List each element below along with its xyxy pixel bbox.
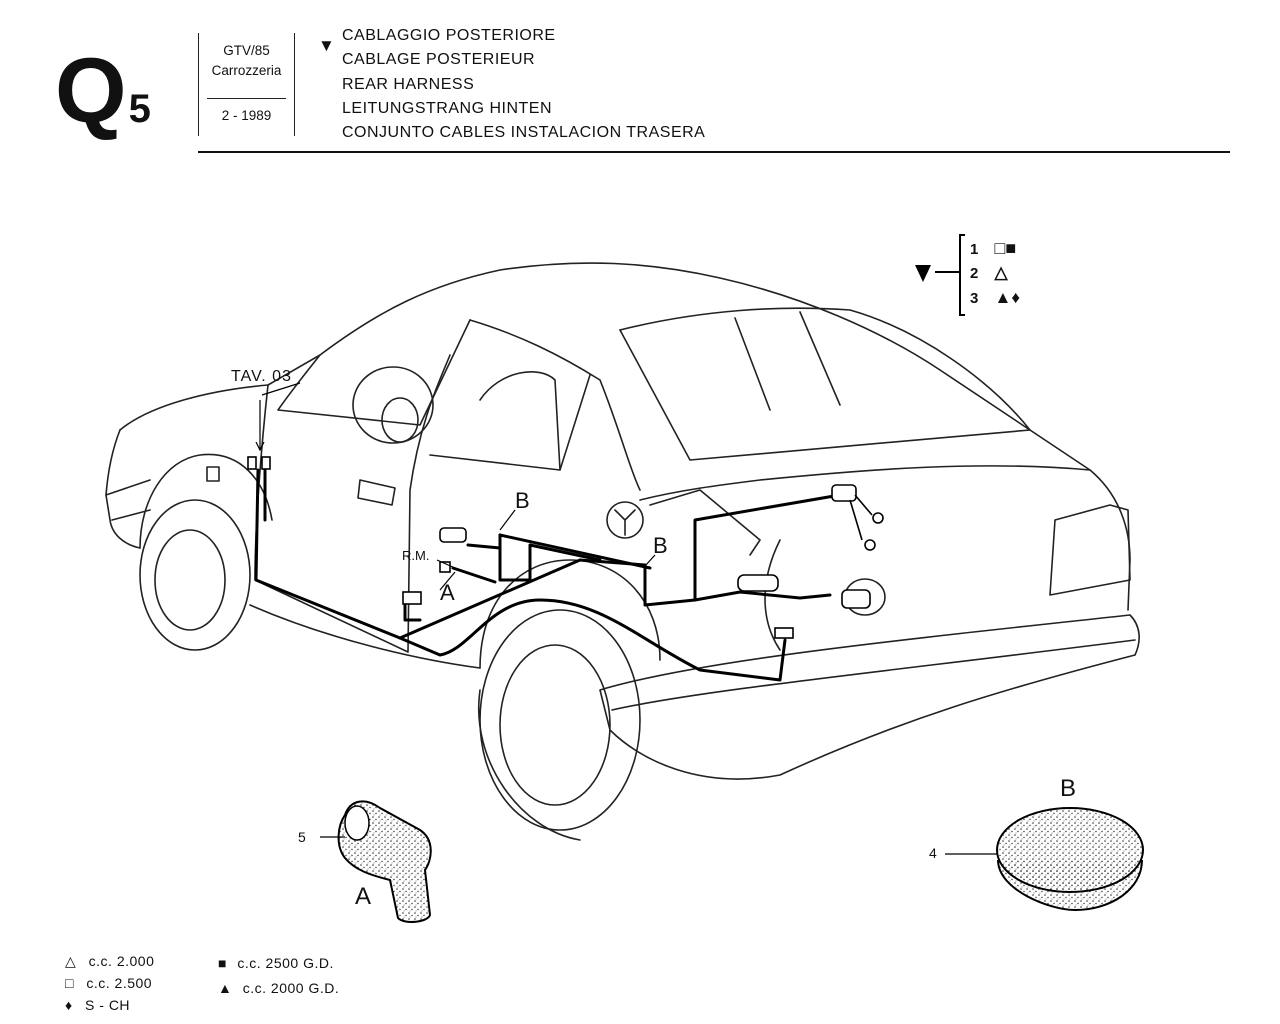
- detail-b-plug: [945, 807, 1144, 912]
- group-name: Carrozzeria: [211, 63, 282, 78]
- model-name: GTV/85: [223, 43, 270, 58]
- callout-b-upper: B: [515, 488, 530, 513]
- detail-a-grommet: [320, 800, 432, 923]
- legend-item-2500: □ c.c. 2.500: [65, 975, 152, 991]
- detail-b-letter: B: [1060, 775, 1077, 802]
- legend-text: c.c. 2.000: [88, 953, 155, 969]
- triangle-filled-icon: ▲: [218, 980, 233, 996]
- rm-label: R.M.: [402, 548, 430, 563]
- issue-date: 2 - 1989: [221, 108, 272, 123]
- square-outline-icon: □: [65, 975, 74, 991]
- ref-table-label: TAV. 03: [231, 368, 292, 385]
- title-list: CABLAGGIO POSTERIORE CABLAGE POSTERIEUR …: [342, 24, 705, 145]
- title-spanish: CONJUNTO CABLES INSTALACION TRASERA: [342, 124, 706, 142]
- variant-row-1: 1 □■: [970, 238, 1016, 259]
- variant-2-symbols: △: [994, 263, 1008, 282]
- title-german: LEITUNGSTRANG HINTEN: [342, 99, 553, 117]
- model-box: GTV/85 Carrozzeria 2 - 1989: [198, 33, 295, 136]
- title-italian: CABLAGGIO POSTERIORE: [342, 27, 556, 44]
- variant-1-number: 1: [970, 241, 979, 258]
- legend-item-sch: ♦ S - CH: [65, 997, 130, 1013]
- section-letter: Q: [55, 40, 127, 142]
- title-english: REAR HARNESS: [342, 75, 475, 93]
- part-4-label: 4: [929, 845, 937, 861]
- harness-wires: [254, 468, 842, 682]
- car-body-outline: [105, 262, 1140, 841]
- legend-item-2000: △ c.c. 2.000: [65, 953, 154, 970]
- variant-2-number: 2: [970, 265, 979, 282]
- diamond-filled-icon: ♦: [65, 997, 73, 1013]
- callout-a: A: [440, 580, 455, 605]
- detail-a-letter: A: [355, 883, 372, 910]
- variant-bracket: [935, 234, 965, 316]
- legend-item-2000-gd: ▲ c.c. 2000 G.D.: [218, 980, 339, 996]
- legend-text: c.c. 2.500: [86, 975, 153, 991]
- variant-1-symbols: □■: [994, 238, 1017, 258]
- variant-row-3: 3 ▲♦: [970, 288, 1020, 308]
- legend-text: S - CH: [85, 997, 131, 1013]
- variant-marker-icon: ▼: [318, 36, 335, 55]
- variant-3-symbols: ▲♦: [994, 288, 1021, 307]
- legend-item-2500-gd: ■ c.c. 2500 G.D.: [218, 955, 334, 971]
- leader-lines: [255, 382, 656, 591]
- variant-pointer-icon: [915, 265, 931, 282]
- variant-3-number: 3: [970, 290, 979, 307]
- model-box-divider: [207, 98, 286, 99]
- title-french: CABLAGE POSTERIEUR: [342, 51, 536, 69]
- legend-text: c.c. 2500 G.D.: [237, 955, 334, 971]
- header-divider: [198, 151, 1230, 153]
- harness-components: [247, 456, 884, 639]
- callout-b-lower: B: [653, 533, 668, 558]
- square-filled-icon: ■: [218, 955, 227, 971]
- section-number: 5: [128, 87, 151, 131]
- legend-text: c.c. 2000 G.D.: [242, 980, 340, 996]
- variant-row-2: 2 △: [970, 263, 1008, 283]
- triangle-outline-icon: △: [65, 953, 77, 969]
- part-5-label: 5: [298, 829, 306, 845]
